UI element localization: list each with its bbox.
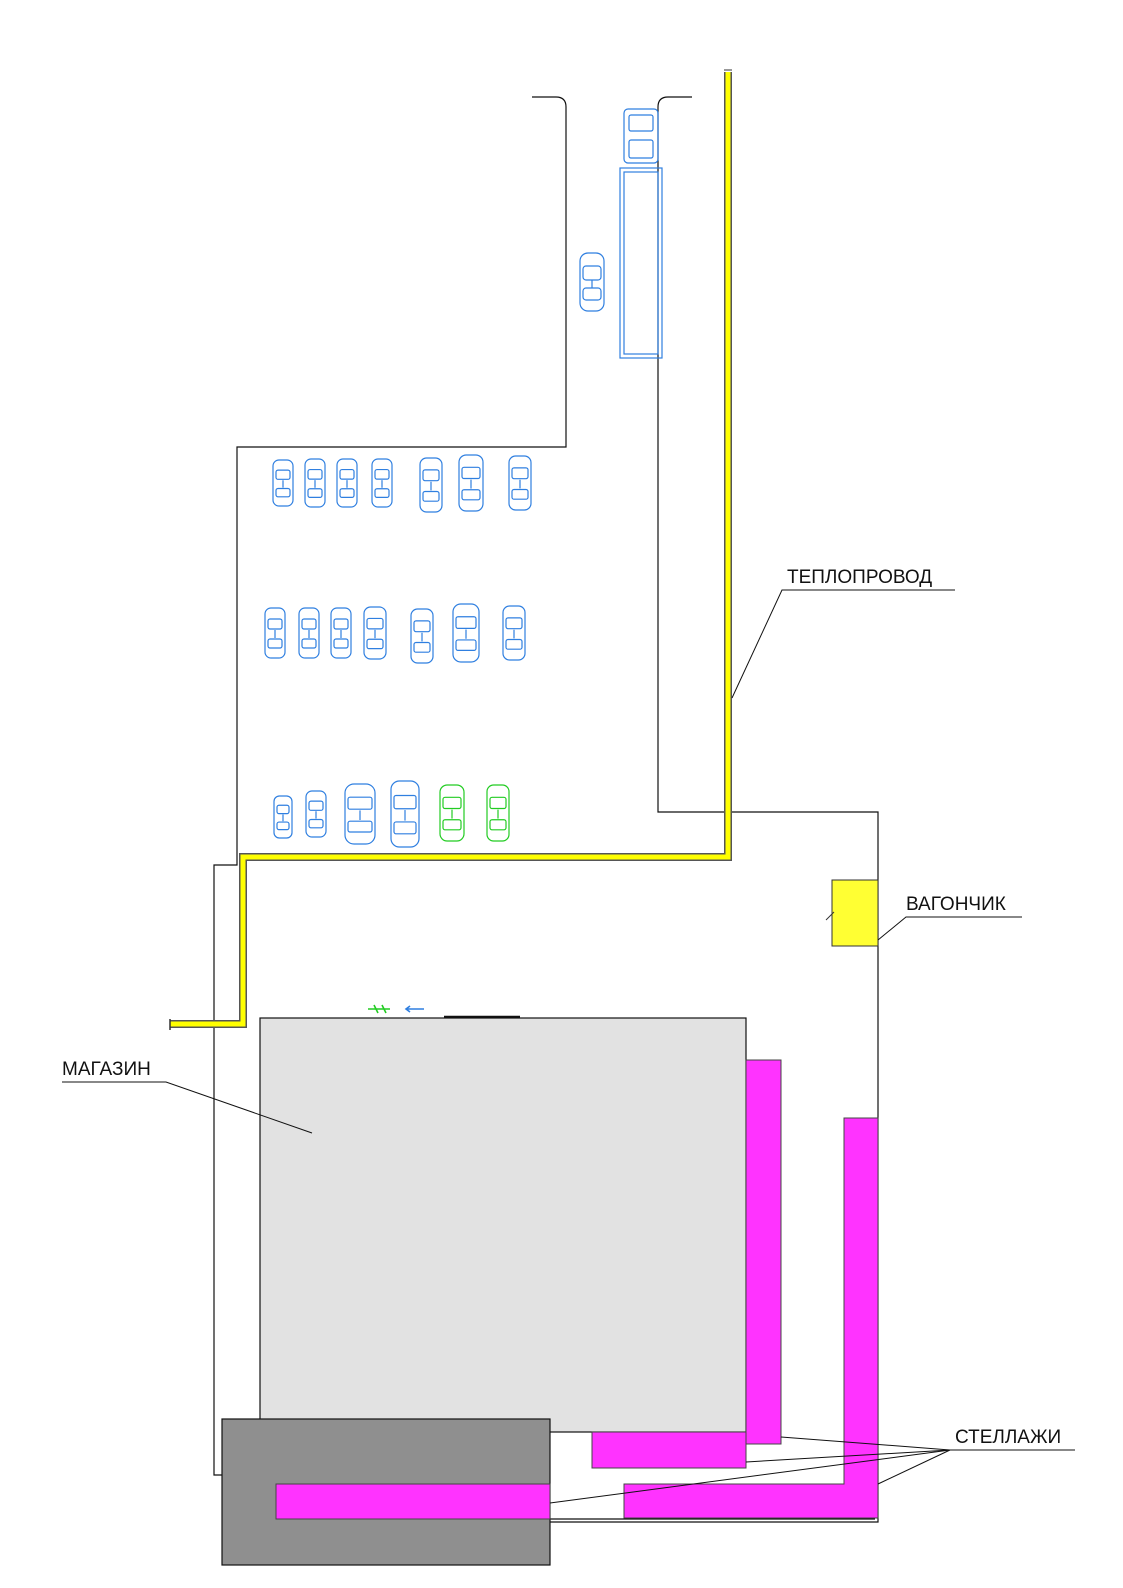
- parked-car: [305, 790, 327, 838]
- racks: [275, 1059, 879, 1520]
- label-heat-pipe: ТЕПЛОПРОВОД: [787, 567, 932, 588]
- parked-car: [298, 607, 320, 659]
- parked-car: [452, 603, 480, 663]
- parked-car: [304, 458, 326, 508]
- parked-car: [458, 454, 484, 512]
- store-entrance-markers: [368, 1004, 424, 1014]
- leader-trailer: [877, 916, 1022, 941]
- parked-car: [508, 455, 532, 511]
- parked-car: [344, 783, 376, 845]
- leader-racks-2: [745, 1449, 951, 1463]
- trailer: [831, 879, 879, 947]
- parked-car: [486, 784, 510, 842]
- parked-car: [502, 605, 526, 661]
- leader-racks-4: [877, 1449, 951, 1485]
- rack-middle: [591, 1431, 747, 1469]
- heat-pipe-fill: [170, 72, 731, 1027]
- heat-pipe: [169, 69, 732, 1030]
- leader-heat-pipe: [731, 589, 955, 699]
- leader-lines: [62, 589, 1075, 1504]
- parked-car: [264, 607, 286, 659]
- rack-bottom-left: [275, 1483, 551, 1520]
- store-building: [259, 1017, 747, 1433]
- label-store: МАГАЗИН: [62, 1059, 151, 1080]
- parking-cars: [264, 454, 532, 848]
- car-road: [579, 252, 605, 312]
- parked-car: [410, 608, 434, 664]
- leader-racks-1: [780, 1436, 951, 1451]
- label-racks: СТЕЛЛАЖИ: [955, 1427, 1061, 1448]
- parked-car: [330, 607, 352, 659]
- truck: [619, 108, 663, 359]
- parked-car: [439, 784, 465, 842]
- parked-car: [371, 458, 393, 508]
- parked-car: [336, 458, 358, 508]
- parked-car: [273, 795, 293, 839]
- parked-car: [363, 606, 387, 660]
- rack-right-short: [745, 1059, 782, 1445]
- trailer-door-mark: [825, 911, 835, 921]
- leader-racks-3: [549, 1449, 951, 1504]
- leader-store: [62, 1081, 313, 1134]
- parked-car: [419, 457, 443, 513]
- heat-pipe-casing: [170, 72, 732, 1028]
- label-trailer: ВАГОНЧИК: [906, 894, 1006, 915]
- rack-l-shaped: [623, 1117, 879, 1519]
- parked-car: [390, 780, 420, 848]
- parked-car: [272, 459, 294, 507]
